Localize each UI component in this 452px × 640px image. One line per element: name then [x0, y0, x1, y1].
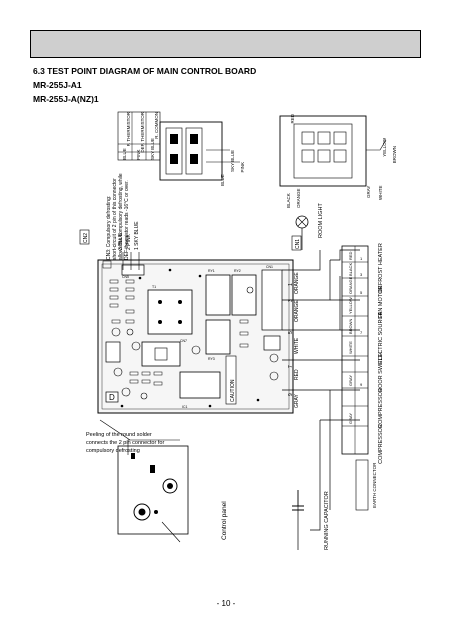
svg-text:connects the 2 pin connector f: connects the 2 pin connector for: [86, 440, 164, 446]
running-capacitor-label: RUNNING CAPACITOR: [324, 491, 330, 550]
wire-row-brown: BROWN: [348, 319, 353, 334]
svg-text:T1: T1: [152, 285, 156, 289]
thermistor-table: BLUE PINK SKY BLUE F. THERMISTOR DEF. TH…: [117, 111, 161, 161]
label-yellow: YELLOW: [382, 137, 387, 157]
test-point-diagram: Control panel Peeling of the round solde…: [79, 111, 397, 550]
room-light: ROOM LIGHT: [295, 203, 324, 250]
label-sky-blue: SKY BLUE: [230, 150, 235, 172]
wire-row-orange: ORANGE: [348, 276, 353, 294]
cn1-wire-9: GRAY: [294, 394, 300, 408]
load-electric-source: ELECTRIC SOURCE: [378, 312, 384, 365]
cn1-pin-1: 1: [288, 283, 294, 286]
label-white: WHITE: [378, 186, 383, 201]
svg-text:D: D: [109, 393, 115, 402]
svg-text:5: 5: [360, 290, 363, 295]
svg-text:RY1: RY1: [208, 269, 215, 273]
header-bar: [30, 30, 421, 58]
cn2-connector: CN2 3 BLUE 2 PINK 1 SKY BLUE: [79, 221, 140, 270]
cn1-pin-7: 7: [288, 365, 294, 368]
load-compressor-2: COMPRESSOR: [378, 424, 384, 464]
svg-text:CN5: CN5: [122, 275, 129, 279]
therm-row-2-color: PINK: [136, 149, 141, 160]
cn1-wire-5: WHITE: [294, 337, 300, 354]
load-labels: DEFROST HEATER FAN MOTOR ELECTRIC SOURCE…: [378, 243, 384, 464]
label-gray: GRAY: [366, 186, 371, 198]
cn2-pin-1: 1 SKY BLUE: [134, 221, 140, 250]
svg-text:9: 9: [360, 382, 363, 387]
svg-text:1: 1: [360, 256, 363, 261]
earth-connector: EARTH CONNECTOR: [355, 459, 377, 511]
svg-text:CN3: Compulsory defrosting:: CN3: Compulsory defrosting:: [106, 196, 112, 260]
svg-text:Peeling of the round solder: Peeling of the round solder: [86, 432, 152, 438]
control-panel-label: Control panel: [221, 501, 228, 540]
therm-row-3-color: SKY BLUE: [150, 138, 155, 160]
label-red: RED: [290, 113, 295, 123]
svg-text:short-circuit of 2 pin of this: short-circuit of 2 pin of this connector: [112, 178, 118, 260]
therm-row-1-name: F. THERMISTOR: [126, 111, 131, 146]
label-black: BLACK: [286, 193, 291, 208]
svg-text:CN7: CN7: [180, 339, 187, 343]
wire-row-gray-1: GRAY: [348, 375, 353, 386]
label-blue: BLUE: [220, 174, 225, 186]
caution-label: CAUTION: [230, 379, 236, 402]
svg-text:DEF thermistor reads -16°C or: DEF thermistor reads -16°C or over.: [124, 180, 130, 260]
svg-text:IC1: IC1: [182, 405, 188, 409]
cn2-pin-2: 2 PINK: [126, 233, 132, 250]
svg-text:RY2: RY2: [234, 269, 241, 273]
label-pink: PINK: [240, 162, 245, 173]
wire-row-black: BLACK: [348, 263, 353, 276]
page-number: - 10 -: [216, 599, 236, 608]
main-control-board: CAUTION D: [97, 259, 294, 414]
label-brown: BROWN: [392, 146, 397, 163]
wire-row-gray-2: GRAY: [348, 413, 353, 424]
cn2-pin-3: 3 BLUE: [118, 232, 124, 250]
room-light-label: ROOM LIGHT: [318, 203, 324, 238]
svg-text:compulsory defrosting: compulsory defrosting: [86, 448, 140, 454]
cn1-wire-1: ORANGE: [294, 272, 300, 294]
cn1-block: CN1 1 ORANGE 3 ORANGE 5 WHITE 7 RED 9 GR…: [288, 235, 302, 408]
load-fan-motor: FAN MOTOR: [378, 286, 384, 319]
svg-text:3: 3: [360, 272, 363, 277]
thermistor-plug: SKY BLUE PINK BLUE: [159, 121, 245, 186]
svg-text:allows the compulsory defrosti: allows the compulsory defrosting, while: [118, 173, 124, 260]
earth-label: EARTH CONNECTOR: [372, 462, 377, 508]
svg-text:CN1: CN1: [266, 265, 273, 269]
therm-row-3-name: R. COMMON: [154, 112, 159, 139]
svg-text:7: 7: [360, 330, 363, 335]
section-title: 6.3 TEST POINT DIAGRAM OF MAIN CONTROL B…: [33, 66, 257, 76]
wire-row-yellow: YELLOW: [348, 297, 353, 314]
load-door-switch: DOOR SWITCH: [378, 352, 384, 392]
model-2: MR-255J-A(NZ)1: [33, 94, 99, 104]
cn1-pin-3: 3: [288, 299, 294, 302]
label-orange: ORANGE: [296, 188, 301, 208]
cn1-pin-9: 9: [288, 393, 294, 396]
load-compressor-1: COMPRESSOR: [378, 388, 384, 428]
therm-row-2-name: DEF. THERMISTOR: [140, 111, 145, 152]
cn1-label: CN1: [295, 239, 301, 249]
load-plug: RED YELLOW BROWN GRAY WHITE BLACK ORANGE: [279, 113, 397, 208]
cn1-wire-7: RED: [294, 369, 300, 380]
cn3-note: CN3: Compulsory defrosting: short-circui…: [102, 173, 130, 269]
cn1-pin-5: 5: [288, 331, 294, 334]
load-table: RED BLACK ORANGE YELLOW BROWN WHITE GRAY…: [341, 245, 369, 455]
wire-row-red: RED: [348, 251, 353, 260]
cn2-label: CN2: [83, 233, 89, 243]
model-1: MR-255J-A1: [33, 80, 82, 90]
running-capacitor: RUNNING CAPACITOR: [292, 490, 330, 550]
wire-row-white: WHITE: [348, 341, 353, 354]
load-defrost-heater: DEFROST HEATER: [378, 243, 384, 293]
cn1-wire-3: ORANGE: [294, 300, 300, 322]
control-panel: Control panel: [99, 419, 228, 543]
round-solder-note: Peeling of the round solder connects the…: [86, 432, 164, 454]
therm-row-1-color: BLUE: [122, 148, 127, 160]
wiring-lines: [282, 249, 360, 550]
svg-text:RY3: RY3: [208, 357, 215, 361]
